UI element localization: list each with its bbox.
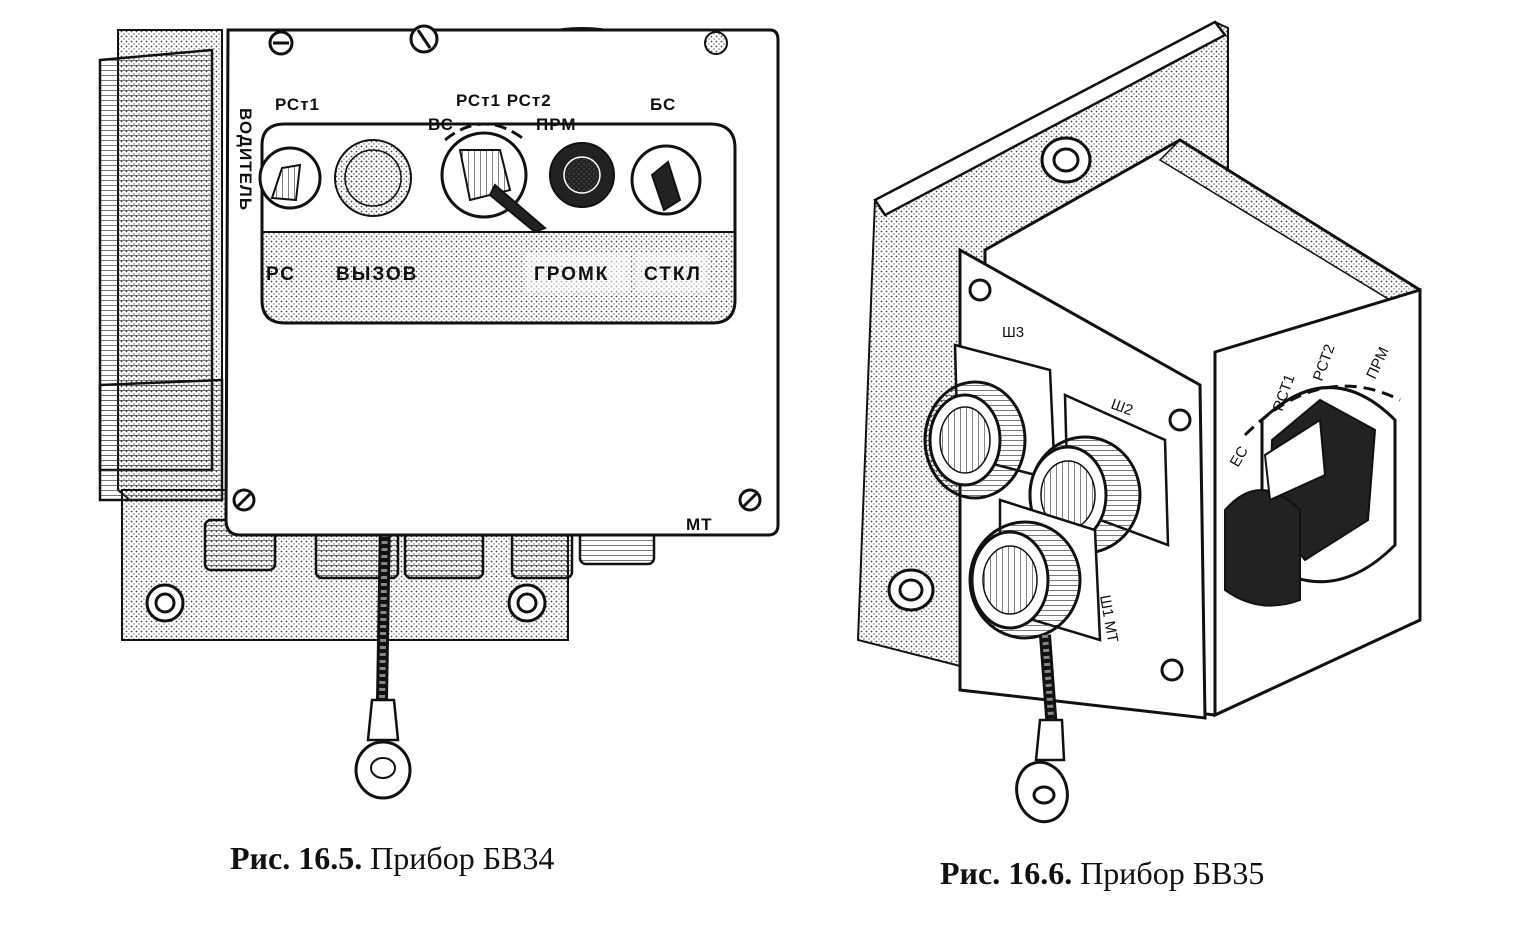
label-rs: РС xyxy=(266,264,296,285)
label-prm: ПРМ xyxy=(536,115,577,134)
label-stkl: СТКЛ xyxy=(644,264,702,285)
connector-sh1 xyxy=(968,498,1102,642)
bs-switch-knob xyxy=(630,144,702,216)
device-bv35: Ш3 Ш2 Ш1 МТ ЕС РСТ1 РСТ2 ПРМ xyxy=(856,20,1422,824)
label-vyzov: ВЫЗОВ xyxy=(336,264,418,285)
caption-fig-16-6: Рис. 16.6. Прибор БВ35 xyxy=(940,855,1264,892)
mode-selector-switch xyxy=(440,122,547,234)
rst1-switch-knob xyxy=(258,146,322,210)
device-bv34: ВОДИТЕЛЬ РСт1 ВС РСт1 РСт2 ПРМ БС РС ВЫЗ… xyxy=(98,24,780,800)
label-rst1: РСт1 xyxy=(275,95,320,114)
ground-cable xyxy=(376,519,391,701)
label-vs: ВС xyxy=(428,115,454,134)
label-gromk: ГРОМК xyxy=(534,264,609,285)
connector-sh3 xyxy=(923,343,1057,500)
label-mt: МТ xyxy=(686,515,713,534)
label-bs: БС xyxy=(650,95,676,114)
side-label-vodital: ВОДИТЕЛЬ xyxy=(236,108,255,211)
connector-sh2 xyxy=(1028,393,1170,555)
label-rst1-rst2: РСт1 РСт2 xyxy=(456,91,552,110)
call-button xyxy=(334,139,412,217)
caption-number-left: Рис. 16.5. xyxy=(230,840,363,876)
side-mode-switch xyxy=(1224,384,1401,607)
volume-knob xyxy=(549,142,615,208)
caption-fig-16-5: Рис. 16.5. Прибор БВ34 xyxy=(230,840,554,877)
caption-text-left: Прибор БВ34 xyxy=(370,840,555,876)
caption-text-right: Прибор БВ35 xyxy=(1080,855,1265,891)
caption-number-right: Рис. 16.6. xyxy=(940,855,1073,891)
label-sh2: Ш2 xyxy=(1109,396,1136,420)
label-sh3: Ш3 xyxy=(1002,324,1024,341)
